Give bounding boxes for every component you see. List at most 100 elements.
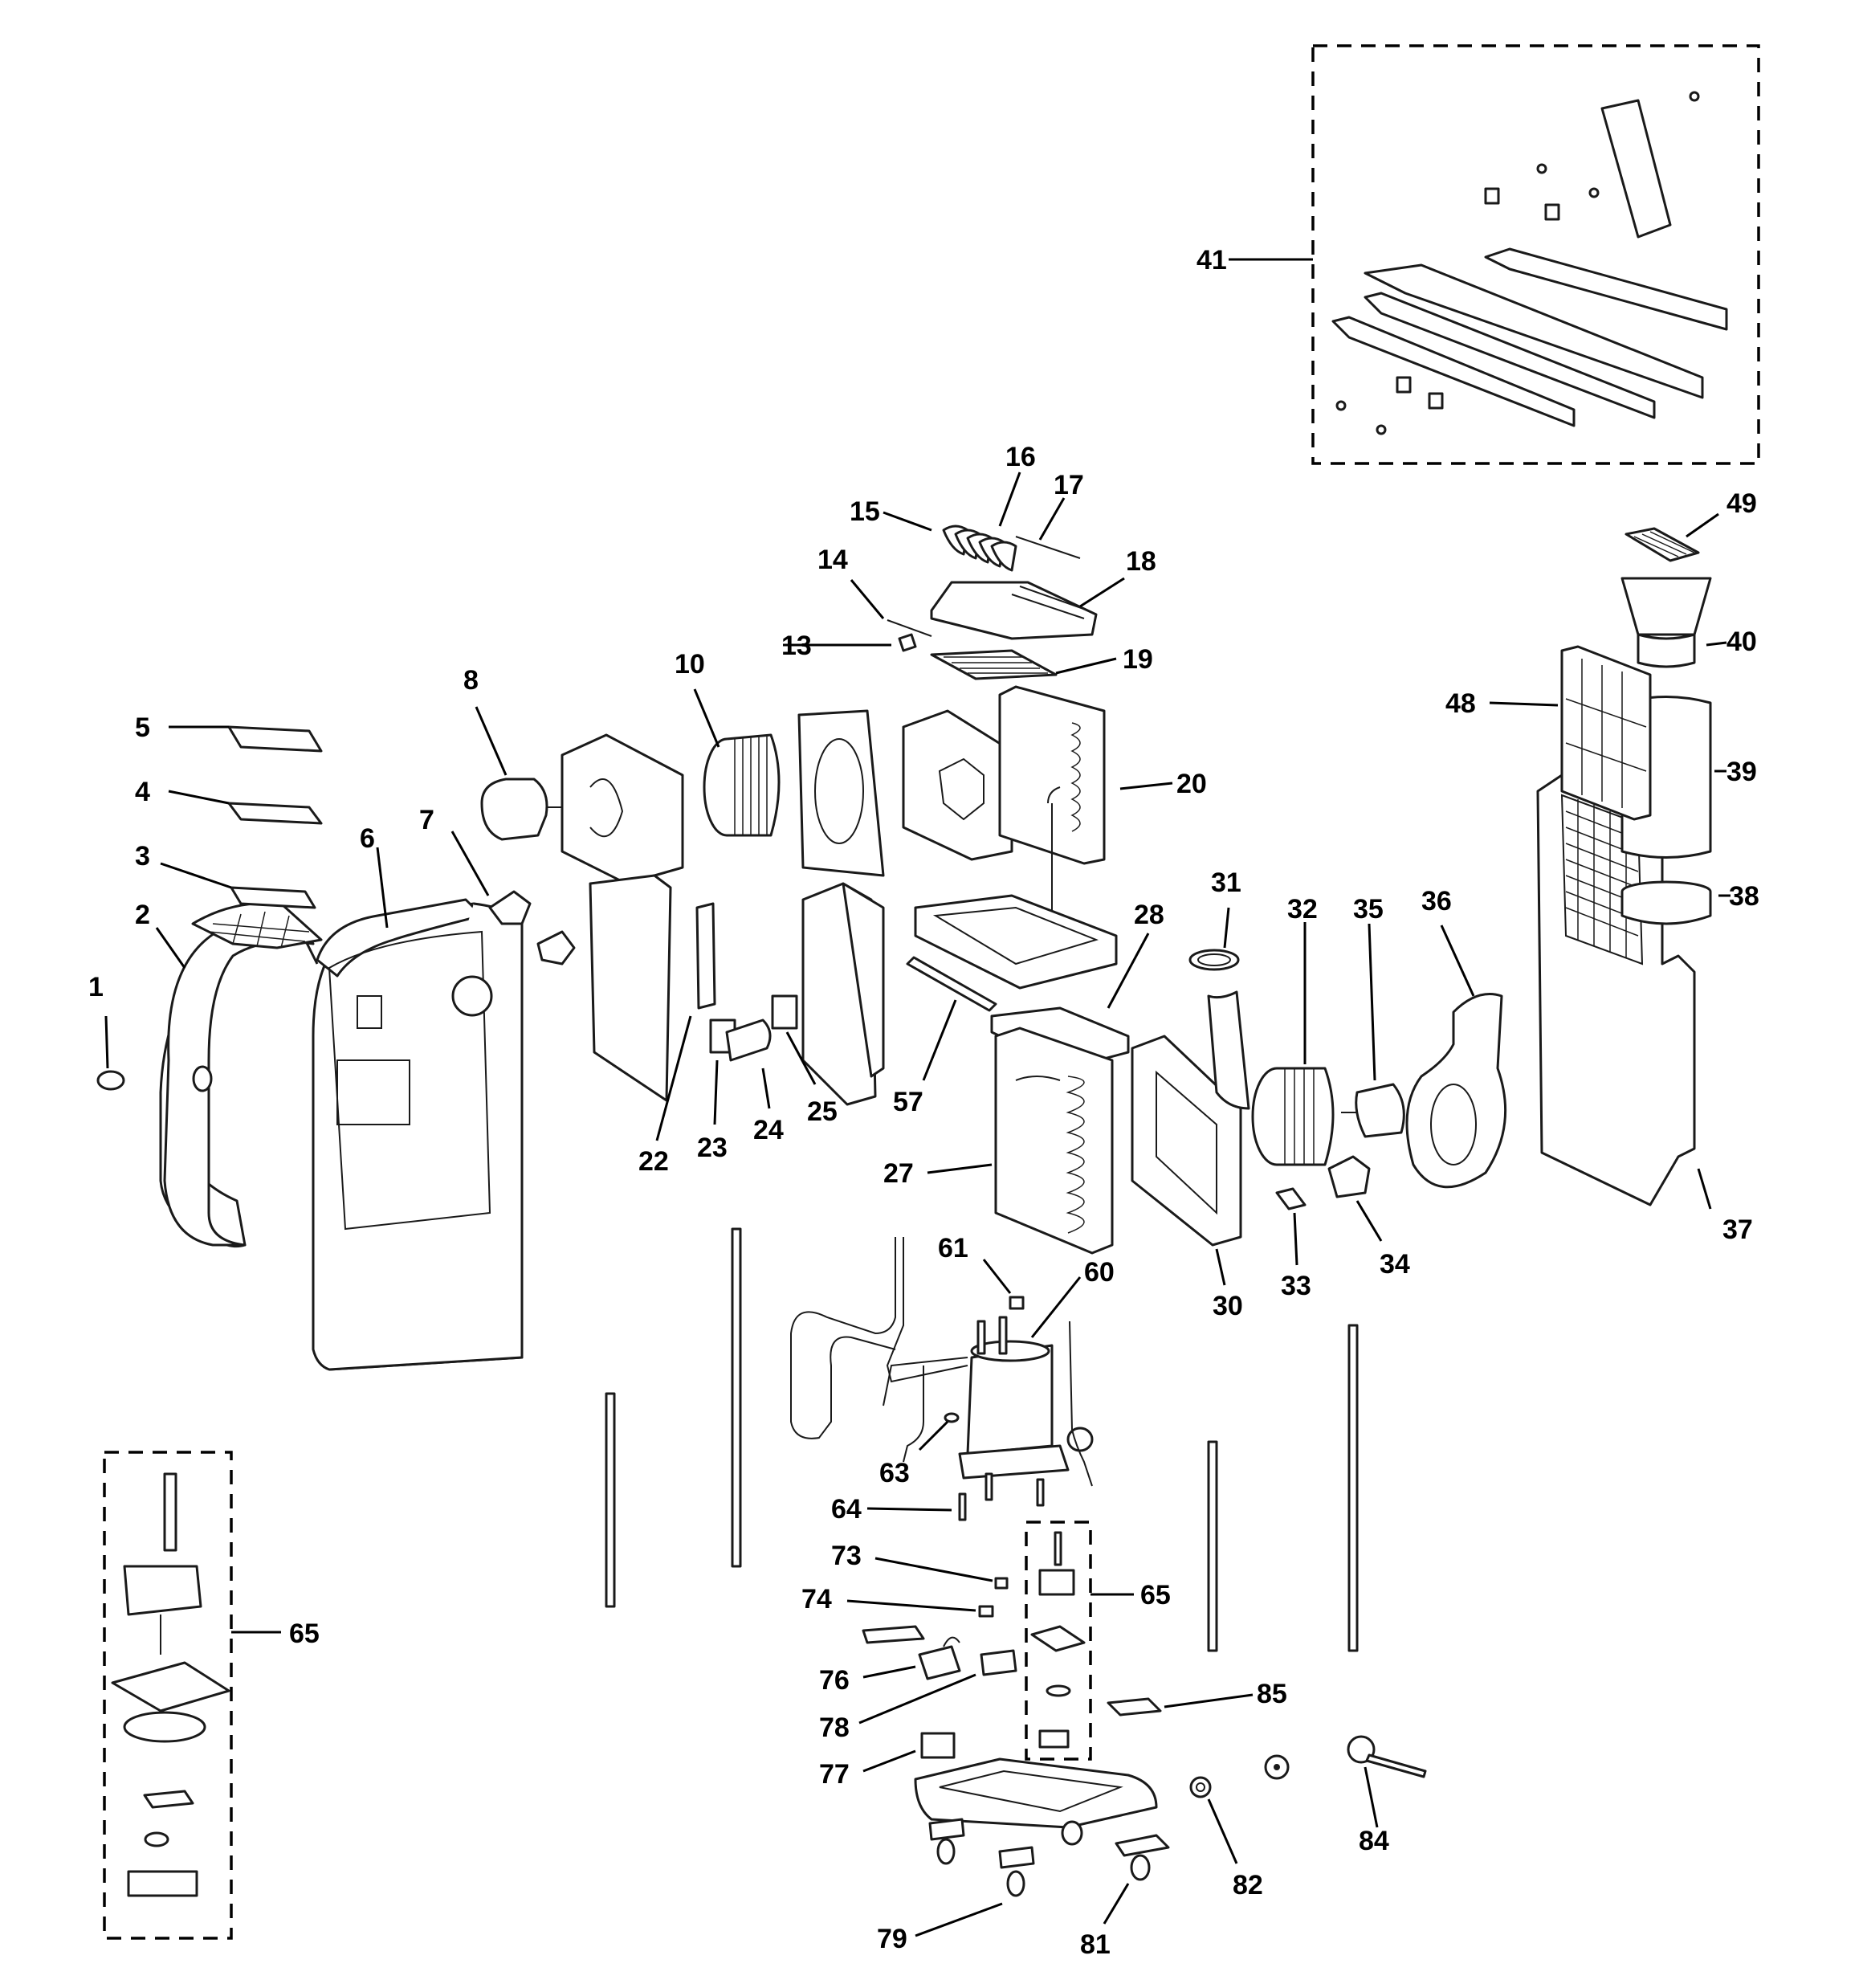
leader-63 [918,1420,949,1451]
condenser-blower-blades [1284,1068,1315,1165]
blower-wheel-blades [734,736,768,835]
compressor-base [958,1444,1070,1480]
evap-shroud [902,709,1013,861]
callout-73: 73 [831,1541,862,1571]
pump-housing-center [1030,1625,1086,1652]
leader-79 [915,1902,1003,1937]
evaporator-pipe [1047,786,1061,916]
callout-61: 61 [938,1233,968,1263]
leader-28 [1107,933,1150,1009]
drain-plug-center [1274,1764,1280,1770]
callout-2: 2 [135,900,150,930]
leader-40 [1706,641,1727,647]
blower-wheel-body [726,733,781,837]
float-switch-part [994,1577,1009,1590]
compressor-bolt-1 [958,1492,967,1521]
air-filter [1560,645,1652,821]
pump-impeller-left [143,1790,194,1809]
caster-front-left [928,1818,965,1841]
leader-36 [1440,925,1475,997]
callout-19: 19 [1123,644,1153,675]
fan-ring-inner [1197,953,1231,966]
rear-cabinet-grille [1565,799,1639,957]
compressor-grommet [944,1412,960,1423]
leader-81 [1103,1883,1130,1925]
top-air-outlet [930,581,1098,640]
exhaust-grille [1625,527,1700,562]
pump-motor-left [123,1565,202,1616]
pump-assembly-dashed-box-left [103,1451,233,1940]
hinge-bracket-2 [536,930,576,965]
callout-39: 39 [1726,757,1757,787]
leader-7 [450,831,490,896]
pump-motor-center [1038,1569,1075,1596]
top-air-outlet-ribs [1011,586,1089,619]
callout-37: 37 [1722,1214,1753,1245]
pump-connector [920,1732,956,1759]
window-adapter-collar [1637,633,1696,668]
condenser-fan-shroud-top [1207,990,1250,1110]
callout-27: 27 [883,1158,914,1189]
window-kit-clip-3 [1396,376,1412,394]
leader-24 [761,1067,771,1109]
leader-1 [104,1015,109,1069]
compressor-grommet-ring [1066,1427,1094,1452]
callout-82: 82 [1233,1870,1263,1900]
leader-3 [160,862,232,889]
callout-63: 63 [879,1458,910,1488]
leader-57 [922,999,957,1081]
frame-rail-1 [605,1392,616,1608]
leader-23 [713,1059,719,1125]
leader-35 [1368,923,1376,1081]
window-kit-screw-4 [1335,400,1347,411]
orifice-panel-ring [814,738,864,844]
callout-8: 8 [463,665,479,696]
fan-ring [1188,949,1240,971]
pump-seal-left [144,1831,169,1847]
callout-81: 81 [1080,1929,1111,1960]
window-kit-bracket [1600,99,1672,239]
leader-74 [846,1599,976,1612]
run-capacitor [725,1018,772,1062]
leader-31 [1223,907,1230,949]
leader-10 [693,688,720,748]
pump-impeller-base-left [123,1711,206,1743]
pump-cover-center [1038,1729,1070,1749]
callout-22: 22 [638,1146,669,1177]
callout-35: 35 [1353,894,1384,925]
process-tubing [883,1357,968,1463]
callout-16: 16 [1005,442,1036,472]
leader-27 [927,1163,993,1174]
drain-hose [1365,1753,1427,1778]
leader-78 [858,1673,976,1725]
pump-bracket [862,1625,925,1644]
upper-drain-pan-inner [932,906,1099,965]
air-filter-mesh [1565,659,1647,808]
caster-wheel-front [1006,1870,1025,1897]
callout-65-center: 65 [1140,1580,1171,1610]
hose-adapter [1620,892,1712,925]
frame-rail-4 [1347,1324,1359,1652]
front-panel-grille-lines [208,911,310,949]
callout-5: 5 [135,712,150,743]
callout-10: 10 [675,649,705,680]
condenser-coil [994,1027,1114,1255]
hinge-bracket-1 [488,890,532,925]
caster-wheel-rear [1061,1820,1083,1846]
window-slider-rail-2 [1364,292,1656,419]
callout-65-left: 65 [289,1619,320,1649]
orifice-panel [797,709,885,877]
leader-34 [1355,1200,1383,1242]
base-pan-inner [939,1770,1123,1813]
callout-31: 31 [1211,867,1241,898]
leader-22 [655,1015,692,1141]
condenser-pipe [1015,1076,1061,1081]
pump-assembly-dashed-box-center [1025,1521,1092,1761]
pump-cover-left [127,1870,198,1897]
window-slider-panel [1364,263,1704,399]
window-kit-screw-2 [1536,163,1547,174]
leader-25 [785,1031,817,1085]
callout-36: 36 [1421,886,1452,916]
window-kit-screw-1 [1689,91,1700,102]
compressor-top [970,1340,1050,1362]
